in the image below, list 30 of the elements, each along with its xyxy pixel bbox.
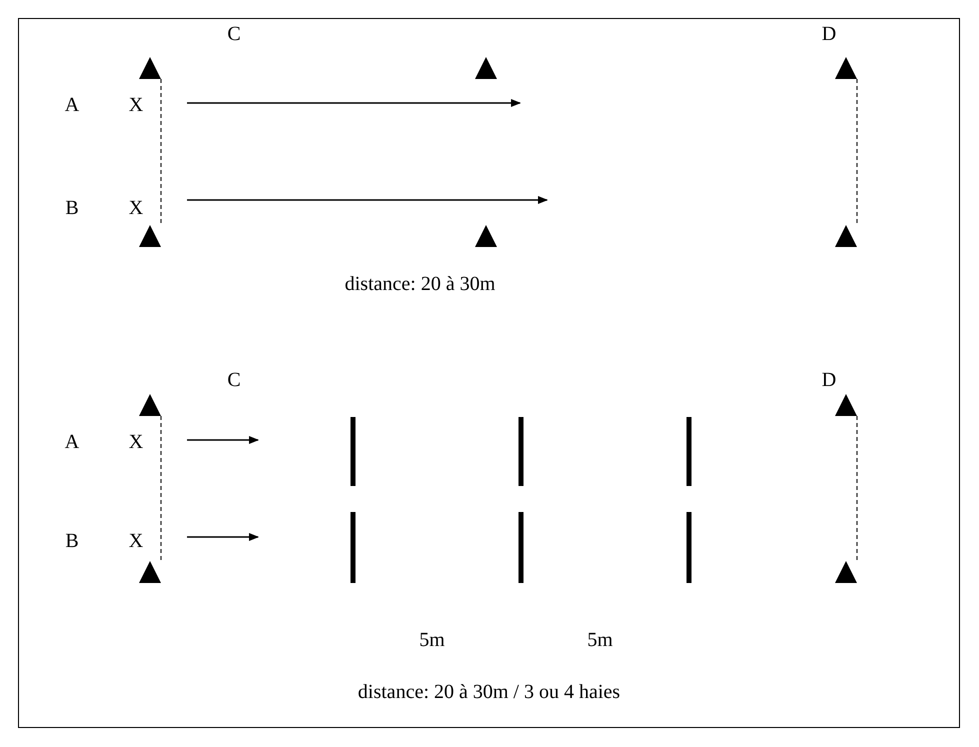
point-label: D xyxy=(822,369,836,391)
point-label: D xyxy=(822,23,836,45)
player-marker: X xyxy=(128,530,144,552)
cone-icon xyxy=(835,225,857,247)
cone-icon xyxy=(835,57,857,79)
row-label: B xyxy=(65,530,79,552)
player-marker: X xyxy=(128,431,144,453)
dashed-line xyxy=(856,416,858,562)
cone-icon xyxy=(139,225,161,247)
cone-icon xyxy=(139,561,161,583)
row-label: A xyxy=(64,431,80,453)
player-marker: X xyxy=(128,197,144,219)
cone-icon xyxy=(835,394,857,416)
player-marker: X xyxy=(128,94,144,116)
cone-icon xyxy=(475,57,497,79)
row-label: B xyxy=(65,197,79,219)
cone-icon xyxy=(139,57,161,79)
dashed-line xyxy=(160,416,162,562)
distance-note: distance: 20 à 30m / 3 ou 4 haies xyxy=(358,681,620,703)
dashed-line xyxy=(160,78,162,226)
row-label: A xyxy=(64,94,80,116)
dashed-line xyxy=(856,78,858,226)
cone-icon xyxy=(475,225,497,247)
dimension-label: 5m xyxy=(419,629,445,651)
cone-icon xyxy=(835,561,857,583)
cone-icon xyxy=(139,394,161,416)
point-label: C xyxy=(227,23,241,45)
dimension-label: 5m xyxy=(587,629,613,651)
distance-note: distance: 20 à 30m xyxy=(344,273,496,295)
point-label: C xyxy=(227,369,241,391)
